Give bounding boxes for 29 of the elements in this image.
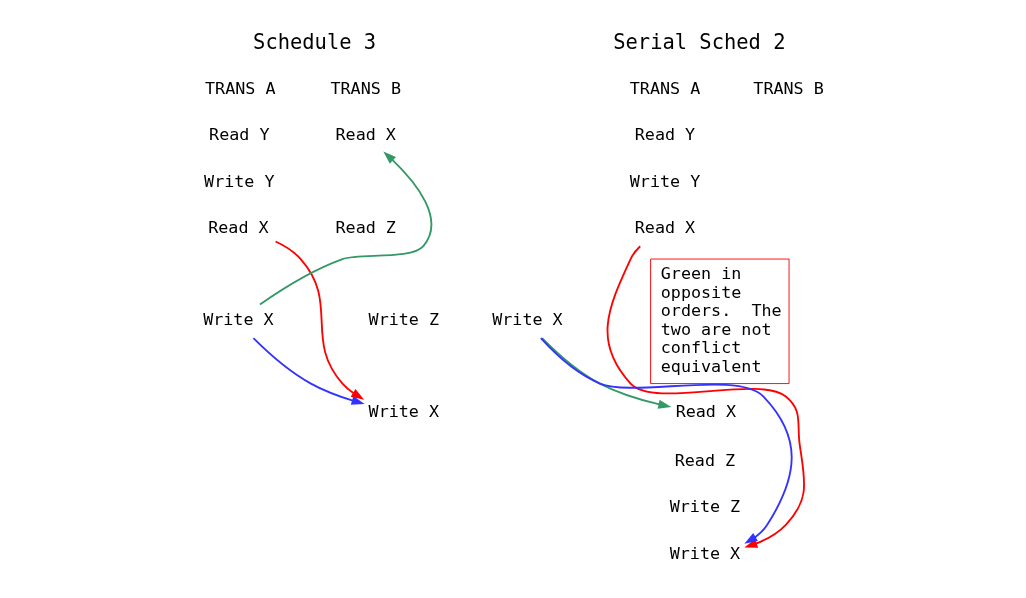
node-text: Read X: [675, 401, 736, 422]
arrow: [252, 337, 365, 405]
node-box: Green in opposite orders. The two are not conflict equivalent: [649, 258, 790, 385]
arrow: [274, 240, 364, 400]
node-text: Write Y: [203, 170, 275, 191]
label: Schedule 3: [252, 29, 376, 54]
arrow: [540, 337, 671, 409]
label: Serial Sched 2: [612, 29, 786, 54]
label: TRANS A: [204, 77, 275, 98]
arrow: [539, 337, 793, 544]
label: TRANS B: [752, 77, 824, 98]
node-text: Write X: [491, 309, 563, 330]
arrow: [606, 245, 805, 548]
label: TRANS A: [629, 77, 700, 98]
node-text: Read Y: [634, 124, 695, 145]
node-text: Write X: [202, 309, 274, 330]
node-text: Write Z: [368, 309, 439, 330]
node-text: Read Z: [674, 449, 735, 470]
node-text: Read X: [335, 124, 396, 145]
node-text: Read Y: [208, 124, 270, 145]
node-text: Write Z: [669, 496, 740, 517]
arrow: [258, 151, 432, 306]
node-text: Read X: [634, 217, 695, 238]
node-text: Write X: [669, 542, 740, 563]
node-text: Read Z: [335, 217, 396, 238]
node-text: Write X: [368, 401, 439, 422]
node-text: Write Y: [629, 170, 700, 191]
node-text: Read X: [207, 217, 269, 238]
label: TRANS B: [330, 77, 401, 98]
